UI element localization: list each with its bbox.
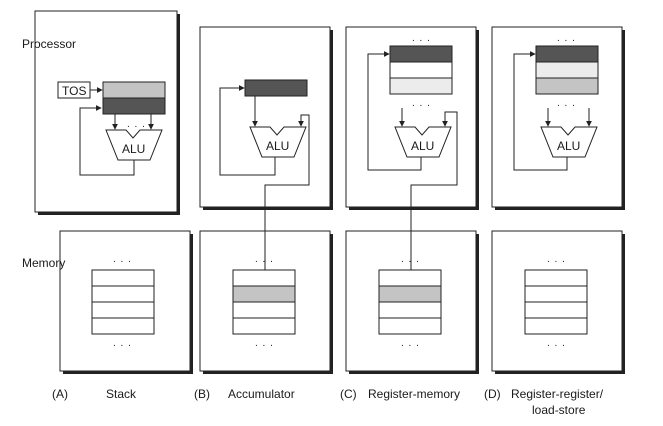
memory-cell-operand <box>232 285 296 303</box>
panel-c-caption: Register-memory <box>368 387 460 401</box>
panel-b-accumulator-processor: ALU <box>219 79 310 270</box>
alu-feedback-wire <box>367 51 422 171</box>
panel-d-caption-line1: Register-register/ <box>511 387 604 401</box>
memory-to-alu-wire <box>410 111 458 270</box>
memory-cell <box>524 301 588 319</box>
memory-label: Memory <box>22 256 65 270</box>
memory-cell <box>91 285 155 303</box>
alu-shape <box>249 126 307 158</box>
alu-label: ALU <box>266 139 289 153</box>
alu-feedback-wire <box>79 105 135 176</box>
captions: (A) Stack (B) Accumulator (C) Register-m… <box>52 387 604 417</box>
register-empty <box>389 61 453 79</box>
panel-a-letter: (A) <box>52 387 68 401</box>
panel-d-caption-line2: load-store <box>532 403 586 417</box>
memory-cell-operand <box>378 285 442 303</box>
processor-box-b <box>199 26 331 208</box>
alu-shape <box>540 126 598 158</box>
panel-a-stack-memory: . . . . . . <box>91 254 155 349</box>
panel-c-letter: (C) <box>340 387 357 401</box>
panel-d-load-store-memory: . . . . . . <box>524 254 588 349</box>
register-dark <box>535 45 599 63</box>
register-ellipsis-bottom: . . . <box>557 98 576 109</box>
alu-shape <box>394 126 452 158</box>
panel-d-letter: (D) <box>484 387 501 401</box>
register-light <box>535 61 599 79</box>
register-medium <box>535 77 599 95</box>
memory-cell <box>524 269 588 287</box>
memory-cell <box>91 317 155 335</box>
register-light <box>389 77 453 95</box>
panel-a-caption: Stack <box>106 387 137 401</box>
alu-label: ALU <box>122 142 145 156</box>
memory-cell <box>91 269 155 287</box>
accumulator-register <box>244 79 308 97</box>
alu-feedback-wire <box>513 51 568 171</box>
alu-shape <box>105 129 163 161</box>
memory-cell <box>232 317 296 335</box>
memory-cell <box>378 317 442 335</box>
panel-a-stack-processor: TOS . . . ALU <box>57 81 166 176</box>
memory-ellipsis-top: . . . <box>547 254 566 265</box>
memory-cell <box>524 317 588 335</box>
memory-cell <box>524 285 588 303</box>
alu-label: ALU <box>411 139 434 153</box>
panel-d-load-store-processor: . . . . . . ALU <box>513 33 599 171</box>
memory-ellipsis-bottom: . . . <box>255 338 274 349</box>
memory-cell <box>232 301 296 319</box>
alu-label: ALU <box>557 139 580 153</box>
register-ellipsis-bottom: . . . <box>412 98 431 109</box>
memory-ellipsis-top: . . . <box>255 254 274 265</box>
memory-ellipsis-bottom: . . . <box>547 338 566 349</box>
stack-next-register <box>102 97 166 115</box>
memory-ellipsis-top: . . . <box>113 254 132 265</box>
register-dark <box>389 45 453 63</box>
panel-b-accumulator-memory: . . . . . . <box>232 254 296 349</box>
processor-label: Processor <box>22 37 76 51</box>
memory-cell <box>232 269 296 287</box>
alu-feedback-wire <box>219 85 276 176</box>
tos-label: TOS <box>62 84 86 98</box>
panel-b-caption: Accumulator <box>228 387 295 401</box>
memory-cell <box>91 301 155 319</box>
panel-b-letter: (B) <box>194 387 210 401</box>
panel-c-register-memory-memory: . . . . . . <box>378 254 442 349</box>
memory-to-alu-wire <box>264 114 310 270</box>
memory-ellipsis-top: . . . <box>401 254 420 265</box>
memory-ellipsis-bottom: . . . <box>113 338 132 349</box>
panel-c-register-memory-processor: . . . . . . ALU <box>367 33 458 270</box>
memory-cell <box>378 301 442 319</box>
stack-ellipsis: . . . <box>127 119 146 130</box>
register-ellipsis-top: . . . <box>412 33 431 44</box>
memory-cell <box>378 269 442 287</box>
register-ellipsis-top: . . . <box>557 33 576 44</box>
stack-top-register <box>102 81 166 99</box>
memory-ellipsis-bottom: . . . <box>401 338 420 349</box>
